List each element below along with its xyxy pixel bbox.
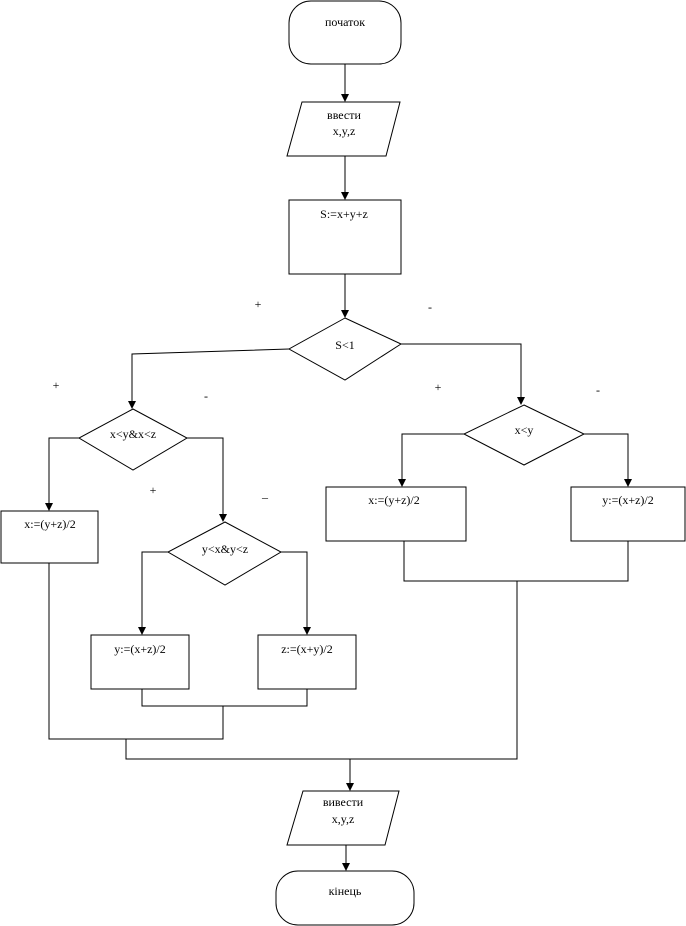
arrow-head — [346, 783, 354, 791]
output-label-line2: x,y,z — [332, 812, 355, 826]
start-label: початок — [325, 15, 365, 29]
assign-y-mid: y:=(x+z)/2 — [90, 634, 190, 690]
decision-xyz-no-label: - — [204, 389, 208, 403]
assign-y-mid-label: y:=(x+z)/2 — [114, 642, 166, 656]
arrow-head — [341, 94, 349, 102]
decision-xyz-yes-label: + — [53, 378, 60, 392]
edge-cond-xyz-no — [187, 437, 224, 516]
assign-y-right: y:=(x+z)/2 — [570, 486, 686, 542]
arrow-head — [219, 514, 227, 522]
arrow-head — [398, 479, 406, 487]
edge-cond-s-no — [401, 343, 522, 400]
merge-mid — [141, 689, 308, 707]
decision-xy-no-label: - — [596, 383, 600, 397]
decision-s-yes-label: + — [255, 297, 262, 311]
arrow-head — [624, 479, 632, 487]
assign-z-mid: z:=(x+y)/2 — [257, 634, 357, 690]
edge-cond-yxz-no — [281, 551, 308, 630]
arrow-head — [341, 310, 349, 318]
sum-label: S:=x+y+z — [320, 207, 368, 221]
edge-cond-yxz-yes — [141, 551, 168, 630]
decision-yxz-label: y<x&y<z — [202, 542, 248, 556]
end-label: кінець — [329, 884, 362, 898]
assign-x-left: x:=(y+z)/2 — [0, 510, 99, 564]
decision-xy: x<y — [462, 404, 586, 466]
sum-process: S:=x+y+z — [288, 199, 402, 275]
arrow-head — [341, 192, 349, 200]
decision-s: S<1 — [287, 317, 403, 381]
assign-x-left-label: x:=(y+z)/2 — [24, 517, 76, 531]
end-terminal: кінець — [275, 870, 415, 926]
merge-all — [125, 581, 518, 760]
edge-cond-xy-no — [584, 433, 629, 481]
output-block: вивести x,y,z — [286, 790, 400, 846]
assign-y-right-label: y:=(x+z)/2 — [602, 493, 654, 507]
connectors — [48, 64, 629, 865]
input-label-line2: x,y,z — [333, 124, 356, 138]
decision-xy-yes-label: + — [435, 380, 442, 394]
arrow-head — [45, 503, 53, 511]
edge-cond-s-yes — [131, 348, 290, 403]
input-label-line1: ввести — [327, 108, 361, 122]
arrow-head — [128, 401, 136, 409]
arrow-head — [517, 397, 525, 405]
edge-cond-xyz-yes — [48, 437, 79, 505]
decision-xyz-label: x<y&x<z — [110, 427, 156, 441]
input-block: ввести x,y,z — [286, 101, 401, 157]
arrow-heads — [45, 94, 632, 871]
assign-x-right: x:=(y+z)/2 — [325, 486, 467, 542]
start-terminal: початок — [288, 0, 402, 65]
decision-yxz-yes-label: + — [150, 483, 157, 497]
decision-s-no-label: - — [428, 300, 432, 314]
merge-left — [48, 563, 224, 740]
assign-x-right-label: x:=(y+z)/2 — [368, 493, 420, 507]
output-label-line1: вивести — [323, 795, 364, 809]
arrow-head — [303, 627, 311, 635]
edge-cond-xy-yes — [401, 433, 464, 481]
assign-z-mid-label: z:=(x+y)/2 — [281, 642, 333, 656]
decision-s-label: S<1 — [335, 338, 354, 352]
decision-yxz-no-label: – — [261, 490, 269, 504]
decision-yxz: y<x&y<z — [166, 521, 283, 586]
merge-right — [403, 541, 629, 582]
decision-xy-label: x<y — [515, 423, 534, 437]
arrow-head — [342, 863, 350, 871]
arrow-head — [138, 627, 146, 635]
decision-xyz: x<y&x<z — [77, 408, 189, 471]
